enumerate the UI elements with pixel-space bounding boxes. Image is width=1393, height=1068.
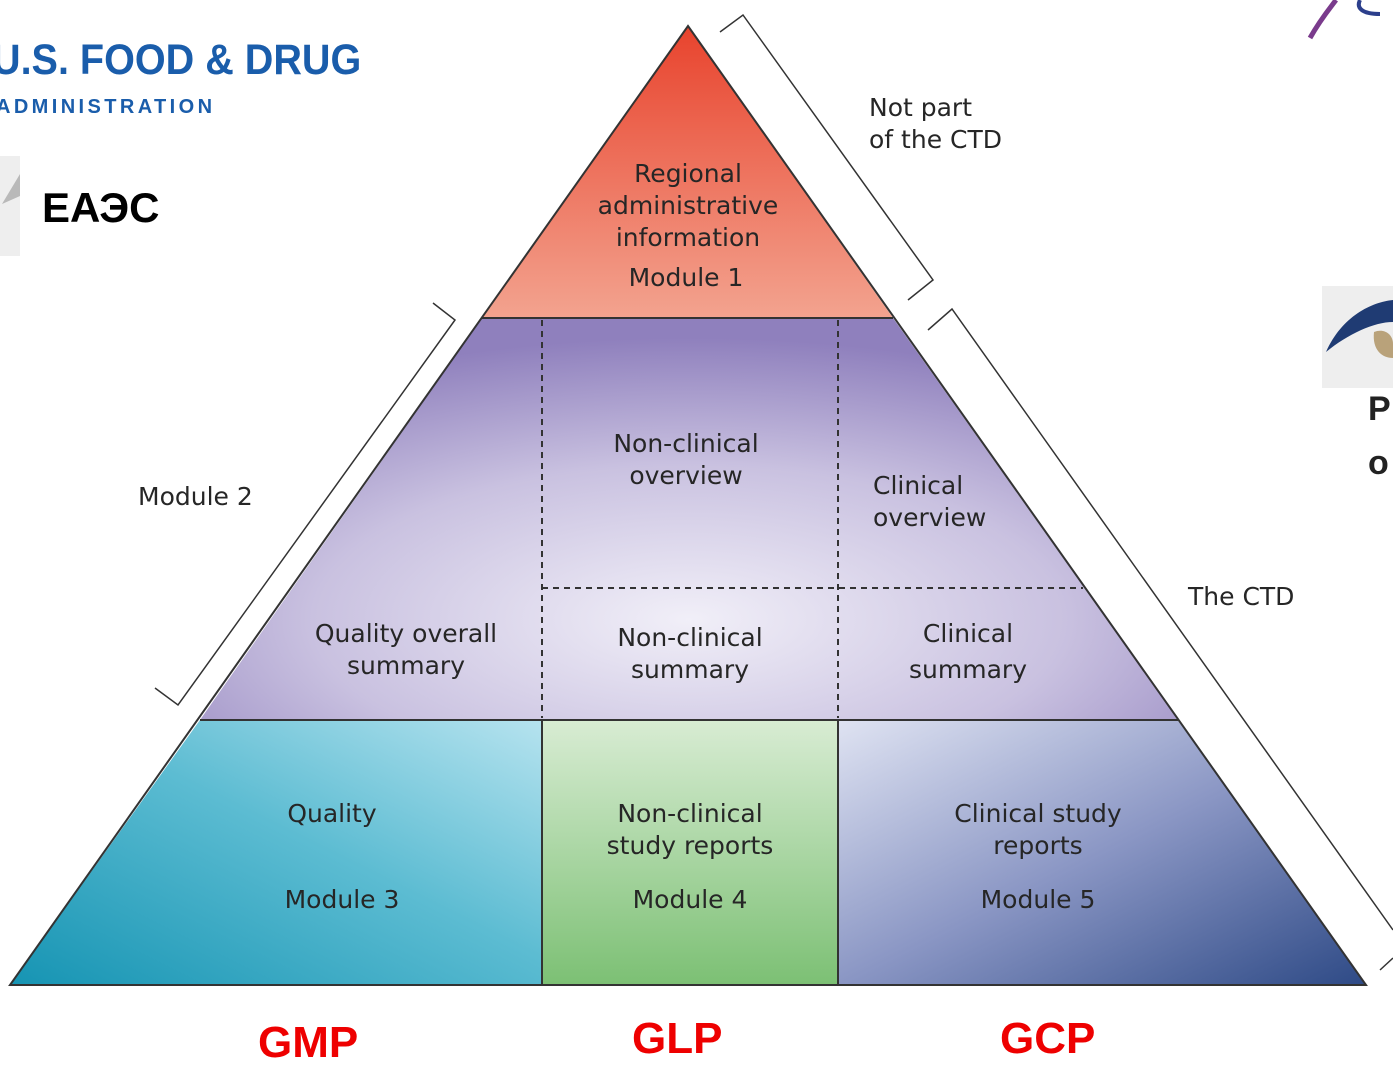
module5-line2: reports: [993, 831, 1082, 860]
module3-region: [10, 720, 542, 985]
eaes-label: ЕАЭС: [42, 184, 160, 231]
pyramid-outline: [8, 24, 1368, 986]
module2-bracket-label: Module 2: [138, 482, 253, 511]
the-ctd-bracket: [927, 307, 1393, 931]
eaes-logo-mark-icon: [2, 174, 20, 204]
right-partial-text-line2: o: [1368, 444, 1389, 482]
right-partial-text-line1: P: [1368, 390, 1391, 428]
not-part-line2: of the CTD: [869, 125, 1002, 154]
partial-logo-swoosh-icon: [1307, 0, 1381, 40]
clinical-overview-line1: Clinical: [873, 471, 963, 500]
bird-logo-icon: [1326, 300, 1393, 358]
module2-region: [200, 318, 1178, 720]
module1-line2: administrative: [598, 191, 779, 220]
nonclinical-overview-line1: Non-clinical: [613, 429, 758, 458]
eaes-logo: [0, 156, 20, 256]
module1-region: [482, 26, 893, 318]
module2-bracket: [154, 302, 457, 707]
gmp-label: GMP: [258, 1018, 359, 1067]
quality-overall-summary-line1: Quality overall: [315, 619, 497, 648]
glp-label: GLP: [632, 1014, 723, 1063]
module1-label: Module 1: [629, 263, 744, 292]
clinical-overview-line2: overview: [873, 503, 986, 532]
nonclinical-summary-line1: Non-clinical: [617, 623, 762, 652]
fda-logo-title: U.S. FOOD & DRUG: [0, 36, 362, 84]
module5-region: [838, 720, 1366, 985]
the-ctd-label: The CTD: [1187, 582, 1294, 611]
module5-line1: Clinical study: [954, 799, 1122, 828]
not-part-line1: Not part: [869, 93, 972, 122]
module5-label: Module 5: [981, 885, 1096, 914]
module4-label: Module 4: [633, 885, 748, 914]
nonclinical-overview-line2: overview: [629, 461, 742, 490]
gcp-label: GCP: [1000, 1014, 1096, 1063]
quality-overall-summary-line2: summary: [347, 651, 465, 680]
module4-region: [542, 720, 838, 985]
the-ctd-bracket-end: [1379, 957, 1393, 971]
fda-logo-subtitle: ADMINISTRATION: [0, 96, 216, 118]
clinical-summary-line2: summary: [909, 655, 1027, 684]
module1-line1: Regional: [634, 159, 742, 188]
module4-line2: study reports: [607, 831, 774, 860]
nonclinical-summary-line2: summary: [631, 655, 749, 684]
module4-line1: Non-clinical: [617, 799, 762, 828]
not-part-bracket: [719, 13, 935, 301]
module3-title: Quality: [287, 799, 377, 828]
module3-label: Module 3: [285, 885, 400, 914]
clinical-summary-line1: Clinical: [923, 619, 1013, 648]
right-partial-logo: [1322, 286, 1393, 388]
module1-line3: information: [616, 223, 760, 252]
